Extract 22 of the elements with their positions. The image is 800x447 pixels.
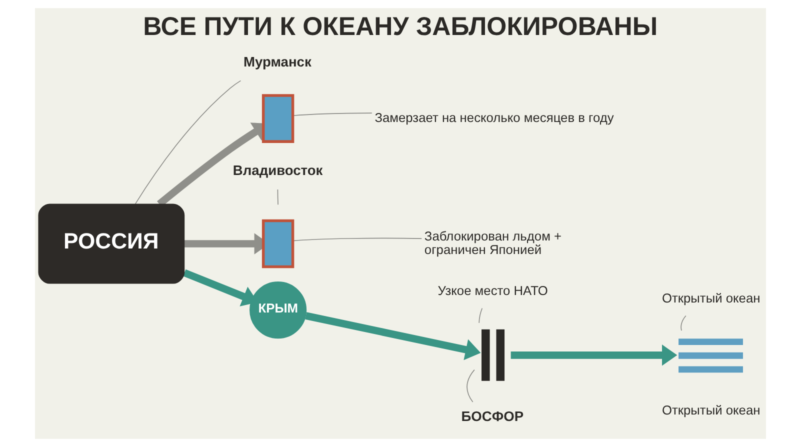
node-text: Мурманск <box>243 54 311 70</box>
node-text: Узкое место НАТО <box>437 283 548 298</box>
connector <box>466 369 474 402</box>
node-text: БОСФОР <box>460 408 524 424</box>
diagram-title: ВСЕ ПУТИ К ОКЕАНУ ЗАБЛОКИРОВАНЫ <box>142 13 658 42</box>
arrow <box>510 344 677 366</box>
arrow <box>304 312 480 360</box>
connector <box>276 189 278 205</box>
node-circle: КРЫМ <box>249 282 306 339</box>
node-box <box>261 94 294 143</box>
connector <box>292 112 372 116</box>
connector <box>680 315 686 331</box>
connector <box>292 238 422 242</box>
node-text: Замерзает на несколько месяцев в году <box>374 110 614 125</box>
connector <box>134 80 241 204</box>
node-box: РОССИЯ <box>38 204 184 284</box>
connector <box>478 308 482 324</box>
node-label: Открытый океан <box>661 402 760 418</box>
node-box <box>261 219 294 268</box>
node-text: Заблокирован льдом + ограничен Японией <box>424 228 562 258</box>
node-text: Владивосток <box>232 163 322 178</box>
node-text: Открытый океан <box>661 290 760 306</box>
